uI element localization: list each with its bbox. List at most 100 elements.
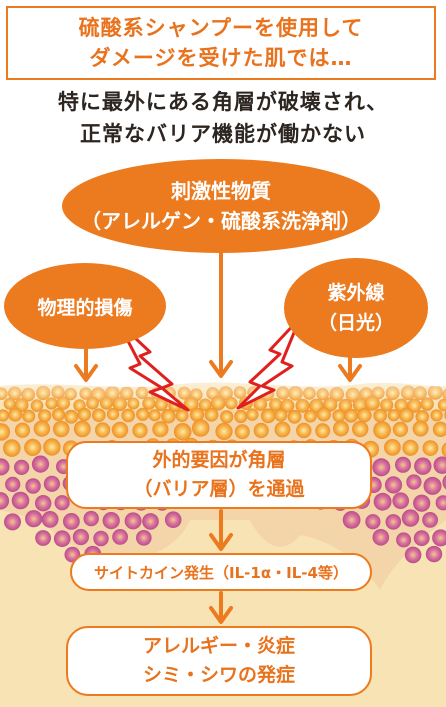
skin-cell: [33, 420, 51, 437]
arrow-down-icon: [209, 591, 233, 624]
skin-cell: [136, 530, 152, 546]
skin-cell: [93, 530, 109, 547]
arrow-down-icon: [338, 353, 362, 382]
skin-cell: [432, 529, 446, 547]
skin-cell: [402, 439, 419, 456]
flow-step-barrier: 外的要因が角層 （バリア層）を通過: [66, 441, 372, 509]
skin-cell: [432, 421, 446, 437]
skin-cell: [344, 408, 358, 423]
skin-cell: [260, 408, 276, 424]
skin-cell: [189, 407, 205, 422]
skin-cell: [14, 459, 30, 475]
skin-cell: [54, 495, 70, 511]
skin-cell: [35, 495, 52, 512]
arrow-down-icon: [74, 347, 98, 382]
skin-cell: [25, 510, 43, 528]
flow-step-outcome-line-1: アレルギー・炎症: [142, 635, 295, 657]
skin-cell: [173, 423, 192, 441]
skin-cell: [24, 438, 42, 456]
skin-cell: [399, 407, 414, 423]
skin-cell: [72, 528, 89, 546]
lightning-icon: [236, 316, 302, 410]
skin-cell: [22, 409, 36, 423]
skin-cell: [413, 530, 430, 547]
title-line-1: 硫酸系シャンプーを使用して: [78, 16, 364, 40]
skin-cell: [385, 514, 402, 530]
skin-cell: [352, 420, 369, 438]
skin-cell: [422, 512, 438, 528]
skin-cell: [83, 510, 99, 527]
skin-cell: [274, 408, 288, 422]
skin-cell: [52, 420, 70, 438]
skin-cell: [164, 511, 182, 528]
skin-cell: [73, 420, 91, 438]
skin-cell: [425, 545, 443, 563]
arrow-down-icon: [209, 509, 233, 551]
flow-step-outcome: アレルギー・炎症 シミ・シワの発症: [66, 626, 372, 696]
skin-cell: [435, 495, 446, 511]
skin-cell: [121, 408, 135, 423]
skin-cell: [372, 529, 390, 546]
skin-cell: [43, 438, 61, 456]
skin-cell: [342, 511, 361, 529]
skin-cell: [384, 439, 401, 456]
skin-cell: [102, 511, 120, 530]
skin-cell: [0, 423, 11, 441]
factor-uv: 紫外線 （日光）: [284, 258, 428, 358]
skin-cell: [422, 440, 439, 456]
skin-cell: [0, 409, 9, 422]
skin-cell: [106, 408, 120, 421]
skin-cell: [215, 422, 233, 440]
skin-cell: [333, 420, 349, 437]
skin-cell: [296, 422, 312, 439]
skin-cell: [4, 513, 21, 531]
skin-cell: [315, 423, 331, 439]
skin-cell: [430, 409, 443, 422]
skin-cell: [77, 407, 92, 422]
skin-cell: [392, 421, 408, 437]
skin-cell: [8, 407, 23, 422]
subtitle-line-2: 正常なバリア機能が働かない: [80, 122, 366, 146]
factor-irritant-title: 刺激性物質: [171, 179, 271, 203]
flow-step-barrier-line-2: （バリア層）を通過: [133, 478, 305, 500]
skin-cell: [392, 492, 410, 510]
skin-cell: [92, 408, 106, 423]
skin-cell: [401, 509, 420, 527]
skin-cell: [415, 410, 429, 424]
skin-cell: [38, 409, 52, 423]
skin-cell: [246, 408, 259, 421]
skin-cell: [287, 409, 302, 424]
subtitle-line-1: 特に最外にある角層が破壊され、: [57, 90, 389, 114]
title-line-2: ダメージを受けた肌では…: [89, 46, 353, 70]
skin-cell: [373, 421, 391, 439]
lightning-icon: [116, 320, 190, 412]
skin-cell: [124, 512, 142, 530]
skin-cell: [161, 408, 176, 424]
skin-cell: [175, 409, 189, 422]
skin-cell: [365, 514, 381, 530]
skin-cell: [0, 458, 10, 476]
skin-cell: [414, 457, 432, 475]
skin-cell: [423, 476, 442, 495]
skin-cell: [396, 532, 412, 548]
factor-uv-title: 紫外線: [327, 282, 385, 304]
skin-cell: [316, 407, 331, 422]
skin-cell: [53, 530, 71, 547]
arrow-down-icon: [209, 251, 233, 378]
factor-physical-damage: 物理的損傷: [4, 263, 166, 349]
skin-cell: [0, 492, 10, 510]
skin-cell: [191, 419, 210, 437]
skin-cell: [136, 407, 150, 421]
skin-cell: [332, 409, 346, 423]
factor-physical-damage-label: 物理的損傷: [37, 296, 133, 319]
flow-step-barrier-line-1: 外的要因が角層: [152, 449, 286, 471]
skin-cell: [43, 475, 61, 492]
skin-cell: [413, 494, 431, 512]
skin-cell: [395, 456, 411, 473]
flow-step-cytokine-label: サイトカイン発生（IL-1α・IL-4等）: [94, 563, 348, 582]
skin-cell: [204, 407, 219, 422]
title-box: 硫酸系シャンプーを使用して ダメージを受けた肌では…: [6, 6, 436, 80]
skin-cell: [357, 408, 372, 423]
skin-cell: [5, 476, 21, 492]
skin-cell: [112, 529, 128, 545]
